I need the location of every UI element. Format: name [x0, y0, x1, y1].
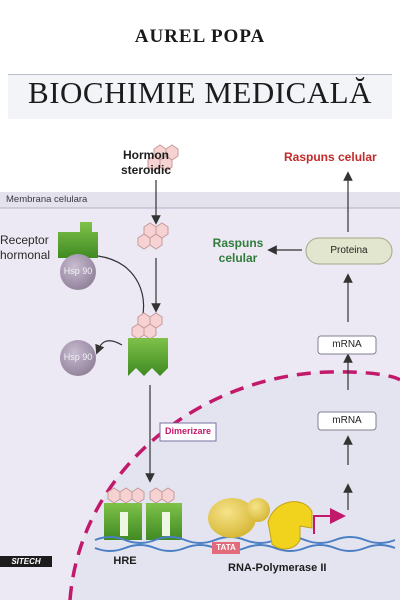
publisher-logo: SITECH	[11, 557, 41, 566]
protein-capsule	[305, 237, 393, 265]
tata-label: TATA	[216, 543, 236, 552]
steroid-hormone-icon	[147, 144, 179, 172]
receptor-label-line-1: Receptor	[0, 233, 49, 247]
receptor-hormone-complex-icon	[128, 312, 168, 376]
rna-polymerase-icon	[208, 498, 313, 550]
dimerization-box	[159, 422, 217, 442]
cell-response-label: Raspuns celular	[284, 150, 377, 164]
mrna-box-lower	[317, 411, 377, 431]
book-title: BIOCHIMIE MEDICALĂ	[28, 75, 372, 110]
hsp90-free-label: Hsp 90	[63, 352, 93, 362]
hormone-label-line-1: Hormon	[123, 148, 169, 162]
transcription-start-arrow	[313, 508, 346, 534]
hormone-in-cytoplasm-icon	[137, 222, 169, 250]
polymerase-label: RNA-Polymerase II	[228, 562, 327, 574]
cell-membrane	[0, 192, 400, 208]
publisher-bar	[0, 556, 52, 567]
local-response-label: Raspuns celular	[206, 236, 270, 266]
protein-label: Proteina	[330, 245, 368, 256]
mrna-upper-label: mRNA	[332, 339, 362, 350]
hsp90-bound-label: Hsp 90	[63, 266, 93, 276]
title-band	[8, 74, 392, 119]
local-response-line-2: celular	[218, 251, 258, 265]
hre-label: HRE	[113, 555, 137, 567]
local-response-line-1: Raspuns	[212, 236, 264, 250]
tata-box	[212, 542, 240, 554]
mrna-lower-label: mRNA	[332, 415, 362, 426]
receptor-label-line-2: hormonal	[0, 248, 51, 262]
receptor-dimer-icon	[104, 487, 182, 540]
hsp90-free-icon	[60, 340, 96, 376]
receptor-icon	[58, 222, 98, 290]
hormone-label-line-2: steroidic	[120, 163, 171, 177]
receptor-label: Receptor hormonal	[0, 233, 50, 263]
membrane-label: Membrana celulara	[6, 194, 88, 205]
nuclear-envelope	[68, 370, 400, 600]
hormone-label: Hormon steroidic	[112, 148, 180, 178]
author-name: AUREL POPA	[134, 26, 266, 47]
dna-strand	[94, 536, 396, 552]
dimerization-label: Dimerizare	[164, 426, 212, 436]
mrna-box-upper	[317, 335, 377, 355]
hsp90-bound-icon	[60, 254, 96, 290]
